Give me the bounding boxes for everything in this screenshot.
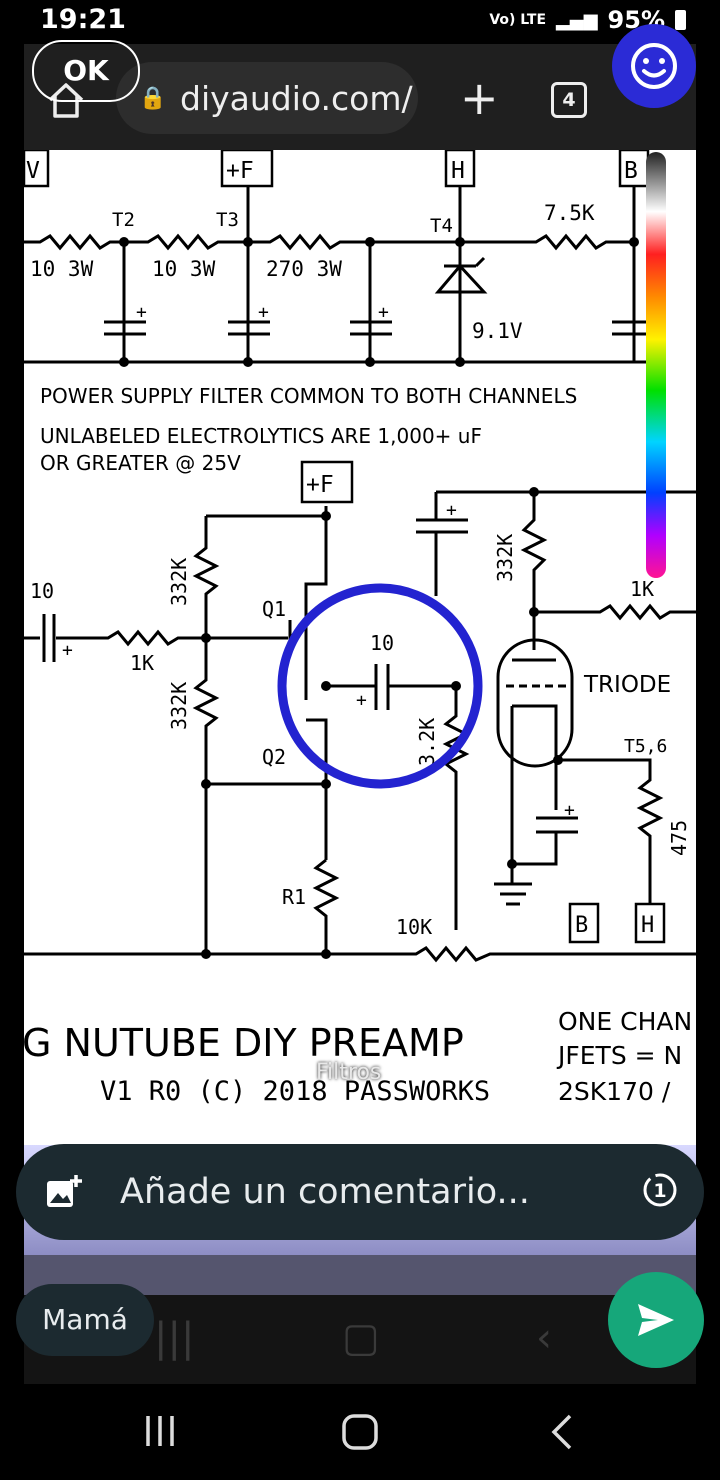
network-icon: Vo) LTE [489, 12, 547, 28]
tap-t2: T2 [112, 209, 135, 231]
box-h: H [641, 913, 654, 938]
side-note-3: 2SK170 / [558, 1077, 671, 1106]
r332k-c: 332K [493, 534, 517, 582]
q1-label: Q1 [262, 597, 286, 621]
side-note-1: ONE CHAN [558, 1007, 692, 1036]
rail-v: V [26, 158, 40, 184]
send-icon [638, 1304, 674, 1336]
side-note-2: JFETS = N [556, 1041, 682, 1070]
box-b: B [575, 913, 588, 938]
fet-rail: +F [306, 472, 334, 498]
resistor-t2: 10 3W [30, 257, 94, 281]
r1-label: R1 [282, 885, 306, 909]
emoji-sticker-button[interactable] [612, 24, 696, 108]
r332k-b: 332K [167, 682, 191, 730]
lock-icon: 🔒 [139, 85, 167, 111]
schematic-title: G NUTUBE DIY PREAMP [24, 1021, 464, 1065]
svg-text:+: + [564, 800, 575, 821]
schematic-subtitle: V1 R0 (C) 2018 PASSWORKS [100, 1076, 490, 1107]
back-icon[interactable] [546, 1412, 576, 1452]
address-bar[interactable]: 🔒 diyaudio.com/ [116, 62, 418, 134]
view-once-icon[interactable]: 1 [642, 1172, 678, 1208]
tap-t4: T4 [430, 215, 453, 237]
signal-icon: ▂▄▆ [556, 9, 598, 31]
rail-b: B [624, 158, 638, 184]
send-button[interactable] [608, 1272, 704, 1368]
tab-switcher-button[interactable]: 4 [551, 82, 587, 118]
r475: 475 [667, 820, 691, 856]
r1k-out: 1K [630, 577, 654, 601]
resistor-270: 270 3W [266, 257, 342, 281]
recents-icon[interactable] [142, 1412, 178, 1450]
svg-text:+: + [62, 640, 73, 661]
svg-text:+: + [258, 302, 269, 323]
r332k-a: 332K [167, 558, 191, 606]
color-picker-slider[interactable] [646, 152, 666, 578]
status-bar: 19:21 Vo) LTE ▂▄▆ 95% [0, 0, 720, 44]
svg-text:1: 1 [653, 1180, 666, 1202]
svg-text:+: + [136, 302, 147, 323]
smiley-icon [631, 43, 677, 89]
new-tab-button[interactable]: + [460, 71, 499, 125]
add-photo-icon[interactable] [44, 1172, 84, 1212]
note-2: UNLABELED ELECTROLYTICS ARE 1,000+ uF [40, 424, 482, 448]
svg-text:+: + [446, 500, 457, 521]
ok-button[interactable]: OK [32, 40, 140, 102]
highlight-circle [277, 583, 483, 789]
rail-f: +F [226, 158, 254, 184]
battery-icon [675, 10, 686, 30]
svg-text:+: + [356, 690, 367, 711]
cap-coupling: 10 [370, 631, 394, 655]
clock: 19:21 [40, 4, 126, 35]
comment-bar[interactable]: Añade un comentario... 1 [16, 1144, 704, 1240]
r1k-in: 1K [130, 651, 154, 675]
tap-t3: T3 [216, 209, 239, 231]
rail-h: H [451, 158, 465, 184]
resistor-7-5k: 7.5K [544, 201, 595, 225]
recipient-chip[interactable]: Mamá [16, 1284, 154, 1356]
cap-in: 10 [30, 579, 54, 603]
schematic-image: V +F H B T2 T3 T4 10 3W 10 3W 270 3W 7.5… [24, 150, 696, 1145]
triode-label: TRIODE [583, 672, 671, 698]
resistor-t3: 10 3W [152, 257, 216, 281]
svg-text:+: + [378, 302, 389, 323]
zener-label: 9.1V [472, 319, 523, 343]
system-nav-bar [0, 1384, 720, 1480]
filters-label[interactable]: Filtros [316, 1060, 382, 1085]
url-text: diyaudio.com/ [180, 78, 413, 118]
pot-label: 10K [396, 915, 432, 939]
note-1: POWER SUPPLY FILTER COMMON TO BOTH CHANN… [40, 384, 577, 408]
home-nav-icon[interactable] [340, 1412, 380, 1452]
t56-label: T5,6 [624, 736, 667, 757]
comment-input[interactable]: Añade un comentario... [120, 1172, 530, 1212]
q2-label: Q2 [262, 745, 286, 769]
r3-2k: 3.2K [415, 718, 439, 766]
note-3: OR GREATER @ 25V [40, 451, 241, 475]
